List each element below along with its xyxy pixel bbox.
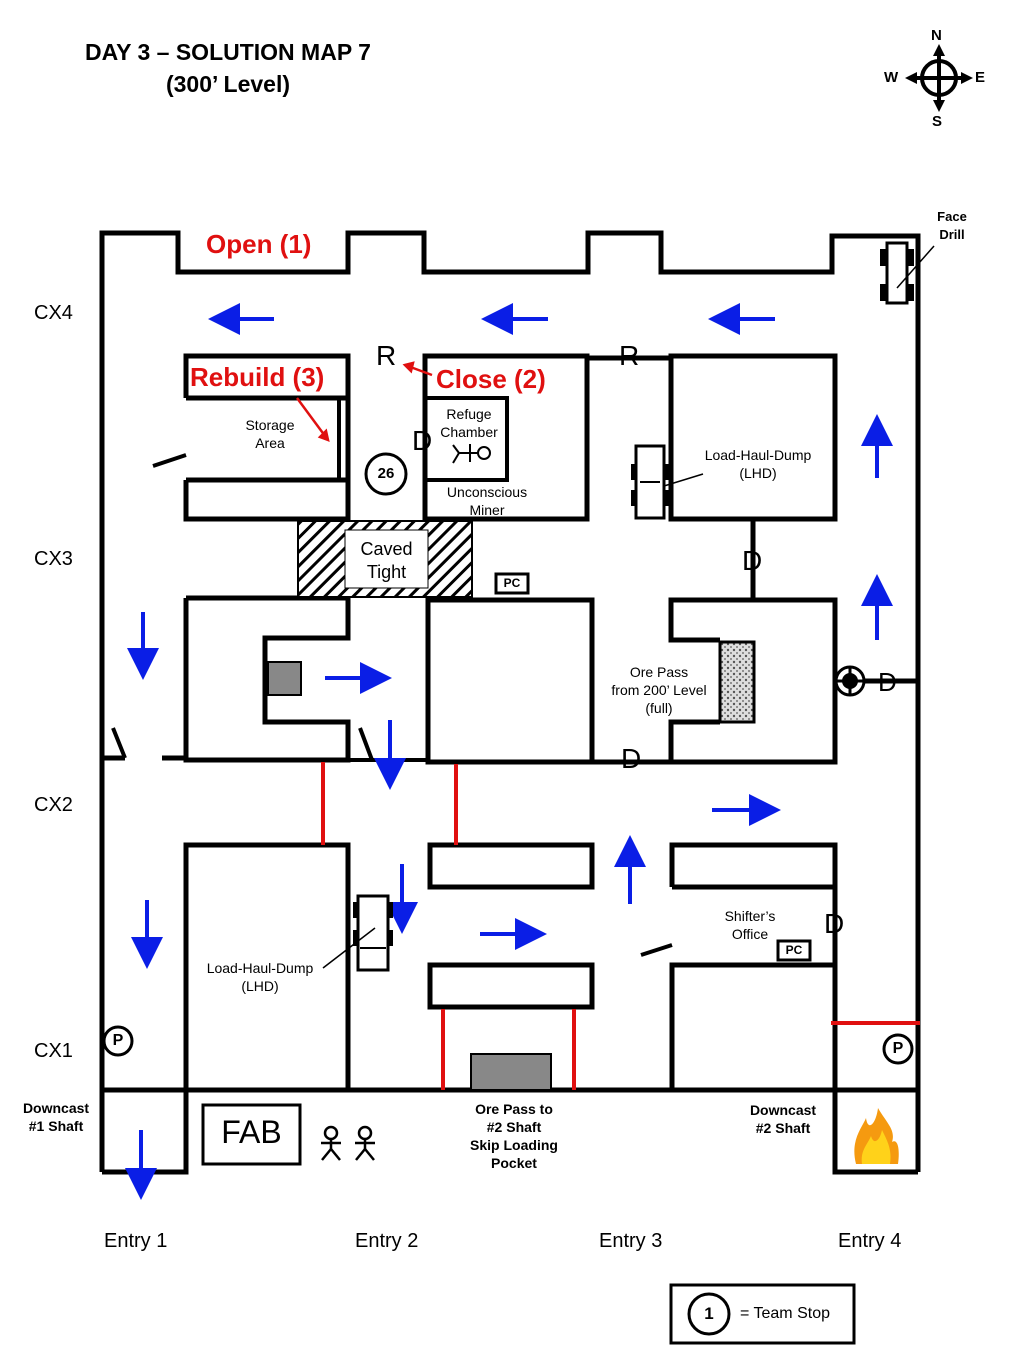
entry-label: Entry 4 bbox=[838, 1230, 902, 1252]
fab-box bbox=[201, 1103, 302, 1166]
close-action-label: Close (2) bbox=[436, 364, 546, 394]
fab-label: FAB bbox=[221, 1114, 282, 1150]
airflow-arrows bbox=[125, 303, 893, 1200]
compass-w: W bbox=[884, 69, 899, 86]
entry-label: Entry 3 bbox=[599, 1230, 663, 1252]
door-marker: D bbox=[742, 545, 763, 576]
phone-p-left bbox=[102, 1025, 134, 1057]
lhd-bottom-icon bbox=[322, 894, 393, 972]
skip-pocket bbox=[470, 1053, 552, 1091]
ore-pass-200-label: Ore Pass from 200’ Level (full) bbox=[611, 664, 707, 716]
compass-rose-icon bbox=[905, 44, 973, 112]
people-icon bbox=[321, 1125, 375, 1161]
lhd-pillar-top bbox=[668, 353, 838, 522]
regulator-marker: R bbox=[619, 340, 640, 371]
pillar-cx3-center bbox=[425, 597, 595, 765]
downcast-2-label: Downcast #2 Shaft bbox=[749, 1102, 817, 1136]
door-marker: D bbox=[824, 908, 845, 939]
entry-label: Entry 1 bbox=[104, 1230, 168, 1252]
open-action-label: Open (1) bbox=[206, 229, 312, 259]
face-drill-label: Face Drill bbox=[937, 209, 967, 242]
lhd-top-icon bbox=[631, 444, 704, 520]
pillar-cx1-bar bbox=[427, 962, 595, 1010]
lhd-bottom-label: Load-Haul-Dump (LHD) bbox=[206, 960, 314, 994]
face-drill-icon bbox=[880, 241, 935, 305]
phone-label: P bbox=[892, 1040, 904, 1057]
refuge-chamber bbox=[423, 396, 509, 482]
legend-text: = Team Stop bbox=[740, 1305, 830, 1322]
map-title: DAY 3 – SOLUTION MAP 7 bbox=[85, 39, 371, 65]
ore-pass-rubble bbox=[718, 640, 756, 724]
compass-n: N bbox=[931, 27, 942, 44]
team-stop-number: 26 bbox=[377, 465, 395, 482]
door-marker: D bbox=[412, 425, 433, 456]
caved-tight-label: Caved Tight bbox=[360, 539, 413, 582]
pc-label: PC bbox=[503, 576, 521, 590]
crosscut-label: CX4 bbox=[34, 302, 73, 324]
fire-icon bbox=[854, 1108, 899, 1164]
fan-icon bbox=[834, 665, 866, 697]
compass-e: E bbox=[975, 69, 986, 86]
compass-s: S bbox=[932, 113, 943, 130]
storage-pillar bbox=[183, 353, 351, 522]
shifters-office-label: Shifter’s Office bbox=[724, 908, 776, 942]
lhd-pillar-bottom bbox=[183, 842, 351, 1093]
regulator-marker: R bbox=[376, 340, 397, 371]
door-marker: D bbox=[878, 667, 897, 697]
rebuild-action-label: Rebuild (3) bbox=[190, 362, 325, 392]
phone-p-right bbox=[882, 1033, 914, 1065]
unconscious-miner-icon bbox=[452, 444, 491, 464]
door-marker: D bbox=[621, 743, 642, 774]
crosscut-label: CX3 bbox=[34, 548, 73, 570]
downcast-1-label: Downcast #1 Shaft bbox=[22, 1100, 90, 1134]
crosscut-label: CX2 bbox=[34, 794, 73, 816]
pillar-cx2-bar bbox=[427, 842, 595, 890]
pillar-cx3-left bbox=[183, 595, 351, 763]
map-subtitle: (300’ Level) bbox=[165, 71, 291, 97]
storage-area-label: Storage Area bbox=[245, 417, 295, 451]
team-stop-26 bbox=[364, 452, 408, 496]
phone-label: P bbox=[112, 1032, 124, 1049]
lhd-top-label: Load-Haul-Dump (LHD) bbox=[704, 447, 812, 481]
entry-label: Entry 2 bbox=[355, 1230, 419, 1252]
ore-pass-skip-label: Ore Pass to #2 Shaft Skip Loading Pocket bbox=[470, 1101, 558, 1171]
crosscut-label: CX1 bbox=[34, 1040, 73, 1062]
legend-number: 1 bbox=[704, 1304, 714, 1323]
refuge-chamber-label: Refuge Chamber bbox=[440, 406, 498, 440]
unconscious-miner-label: Unconscious Miner bbox=[446, 484, 528, 518]
pc-label: PC bbox=[785, 943, 803, 957]
